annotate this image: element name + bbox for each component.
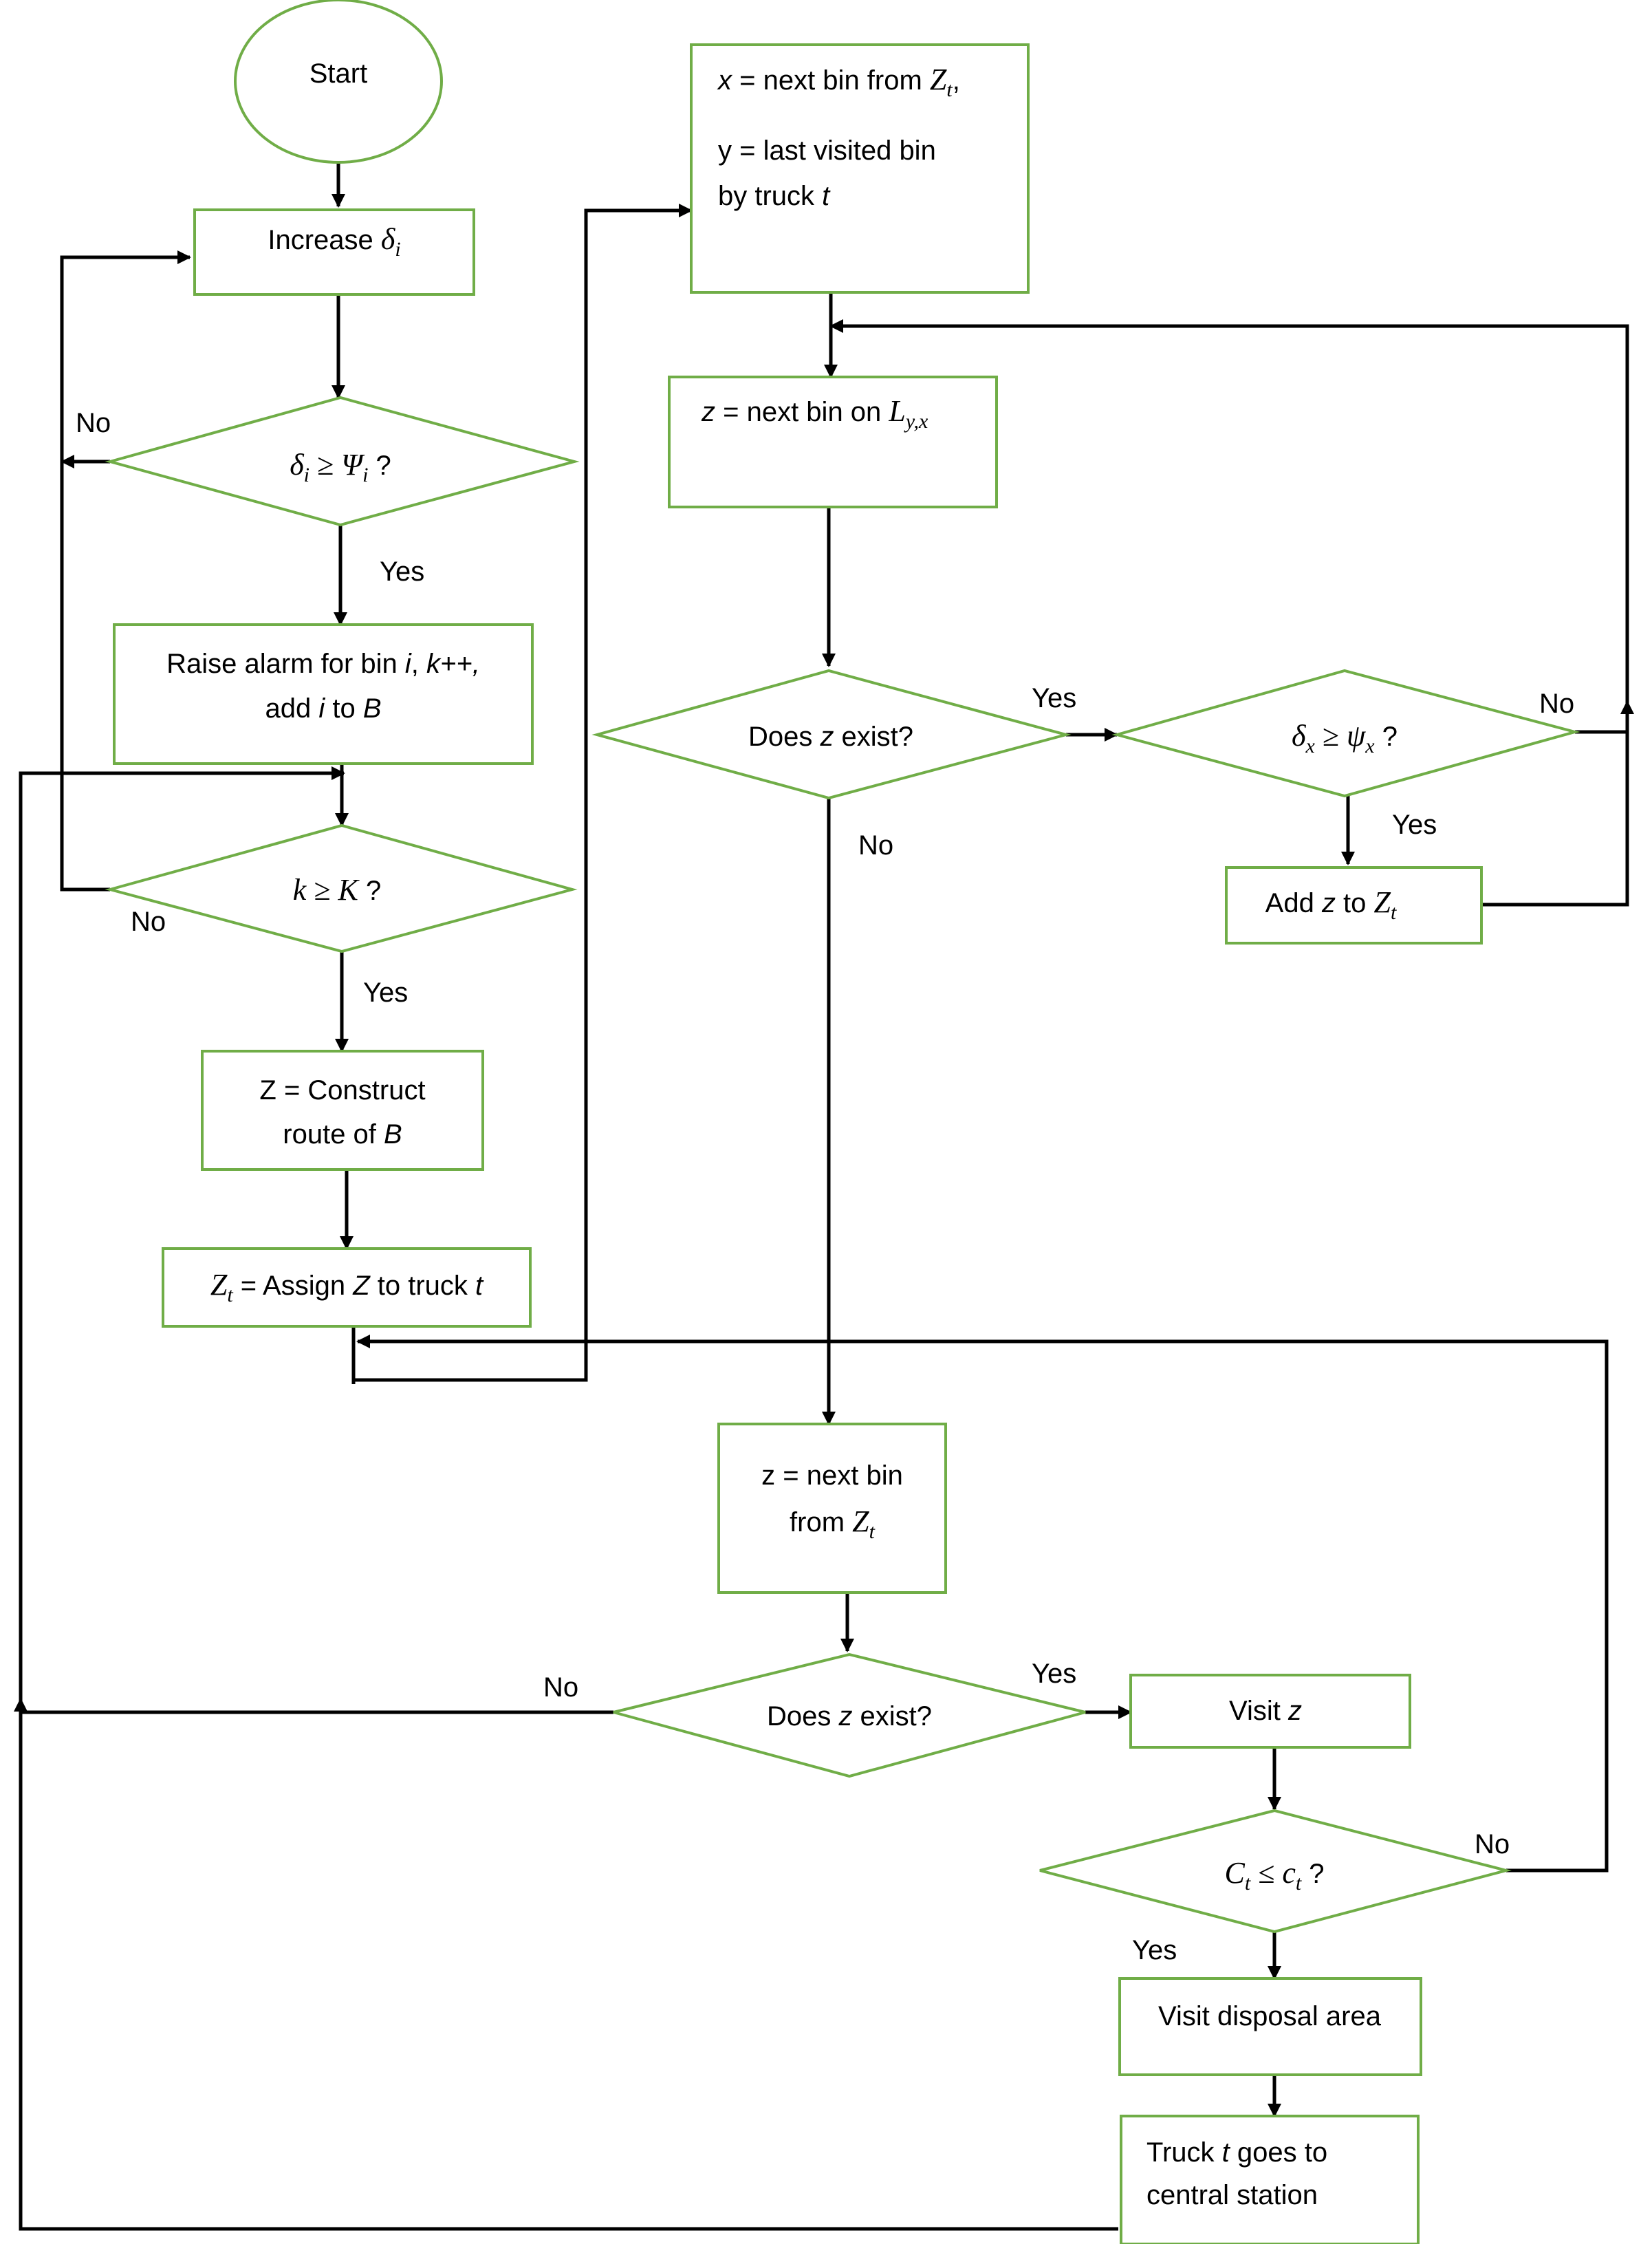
increase-delta-box bbox=[193, 208, 475, 296]
edge-add-z-loop bbox=[1481, 700, 1634, 907]
edge-label-delta-x-yes: Yes bbox=[1392, 810, 1437, 840]
edge-label-capacity-yes: Yes bbox=[1132, 1935, 1177, 1965]
start-terminal bbox=[234, 0, 443, 164]
edge-label-k-yes: Yes bbox=[363, 978, 408, 1008]
visit-disposal-label: Visit disposal area bbox=[1158, 2001, 1382, 2031]
raise-alarm-line1: Raise alarm for bin i, k++, bbox=[166, 649, 480, 679]
visit-disposal-box bbox=[1118, 1977, 1422, 2076]
construct-route-line1: Z = Construct bbox=[259, 1075, 425, 1105]
edge-label-delta-x-no: No bbox=[1539, 689, 1574, 719]
edge-label-exists-1-yes: Yes bbox=[1032, 683, 1076, 713]
visit-z-label: Visit z bbox=[1229, 1696, 1302, 1726]
edge-k-no-loop-to-increase bbox=[60, 250, 191, 892]
next-bin-x-box bbox=[690, 43, 1030, 294]
threshold-decision bbox=[105, 396, 580, 527]
add-z-label: Add z to Zt bbox=[1265, 885, 1397, 924]
edge-label-exists-2-no: No bbox=[543, 1672, 578, 1703]
node-labels: Start Increase δi δi ≥ Ψi ? Raise alarm … bbox=[166, 58, 1398, 2210]
construct-route-box bbox=[201, 1050, 484, 1171]
capacity-check-label: Ct ≤ ct ? bbox=[1224, 1856, 1324, 1895]
edge-label-exists-2-yes: Yes bbox=[1032, 1659, 1076, 1689]
edge-label-threshold-no: No bbox=[76, 408, 111, 438]
visit-z-box bbox=[1129, 1674, 1411, 1749]
edge-label-exists-1-no: No bbox=[858, 830, 893, 861]
delta-x-check-label: δx ≥ ψx ? bbox=[1292, 719, 1398, 757]
threshold-check-label: δi ≥ Ψi ? bbox=[290, 448, 391, 486]
assign-route-label: Zt = Assign Z to truck t bbox=[210, 1268, 484, 1306]
edge-label-threshold-yes: Yes bbox=[380, 557, 424, 587]
z-exists-1-label: Does z exist? bbox=[748, 722, 913, 752]
capacity-decision bbox=[1039, 1809, 1512, 1934]
z-exists-decision-1 bbox=[591, 669, 1072, 800]
z-exists-decision-2 bbox=[613, 1652, 1086, 1778]
edges bbox=[14, 162, 1634, 2231]
k-check-decision bbox=[105, 823, 578, 953]
next-bin-from-Zt-box bbox=[717, 1423, 947, 1594]
construct-route-line2: route of B bbox=[283, 1119, 402, 1150]
edge-assign-to-next-bin-x bbox=[354, 204, 693, 1382]
increase-delta-label: Increase δi bbox=[268, 222, 400, 261]
next-bin-x-line3: by truck t bbox=[718, 181, 831, 211]
next-bin-from-Zt-line2: from Zt bbox=[790, 1504, 876, 1543]
k-check-label: k ≥ K ? bbox=[293, 873, 381, 907]
edge-labels: No Yes No Yes Yes No No Yes No Yes No Ye… bbox=[76, 408, 1574, 1965]
add-z-box bbox=[1225, 866, 1483, 945]
truck-returns-line2: central station bbox=[1146, 2180, 1318, 2210]
next-bin-x-line1: x = next bin from Zt, bbox=[717, 63, 960, 101]
start-label: Start bbox=[309, 58, 367, 89]
edge-exists-2-no-to-k-check bbox=[19, 766, 613, 1714]
edge-capacity-no-loop bbox=[356, 1335, 1609, 1873]
next-bin-on-L-label: z = next bin on Ly,x bbox=[701, 394, 928, 433]
delta-x-decision bbox=[1111, 669, 1580, 798]
assign-route-box bbox=[162, 1247, 532, 1328]
edge-label-k-no: No bbox=[131, 907, 166, 937]
z-exists-2-label: Does z exist? bbox=[767, 1701, 932, 1731]
raise-alarm-box bbox=[113, 623, 534, 765]
truck-returns-line1: Truck t goes to bbox=[1146, 2137, 1327, 2168]
edge-truck-returns-loop bbox=[14, 1698, 1118, 2231]
next-bin-on-L-box bbox=[668, 376, 998, 508]
next-bin-from-Zt-line1: z = next bin bbox=[761, 1460, 903, 1491]
raise-alarm-line2: add i to B bbox=[265, 693, 381, 724]
next-bin-x-line2: y = last visited bin bbox=[718, 136, 936, 166]
node-shapes bbox=[105, 0, 1580, 2244]
truck-returns-box bbox=[1120, 2115, 1420, 2244]
edge-label-capacity-no: No bbox=[1475, 1829, 1510, 1859]
edge-delta-x-no-loop bbox=[829, 319, 1629, 734]
